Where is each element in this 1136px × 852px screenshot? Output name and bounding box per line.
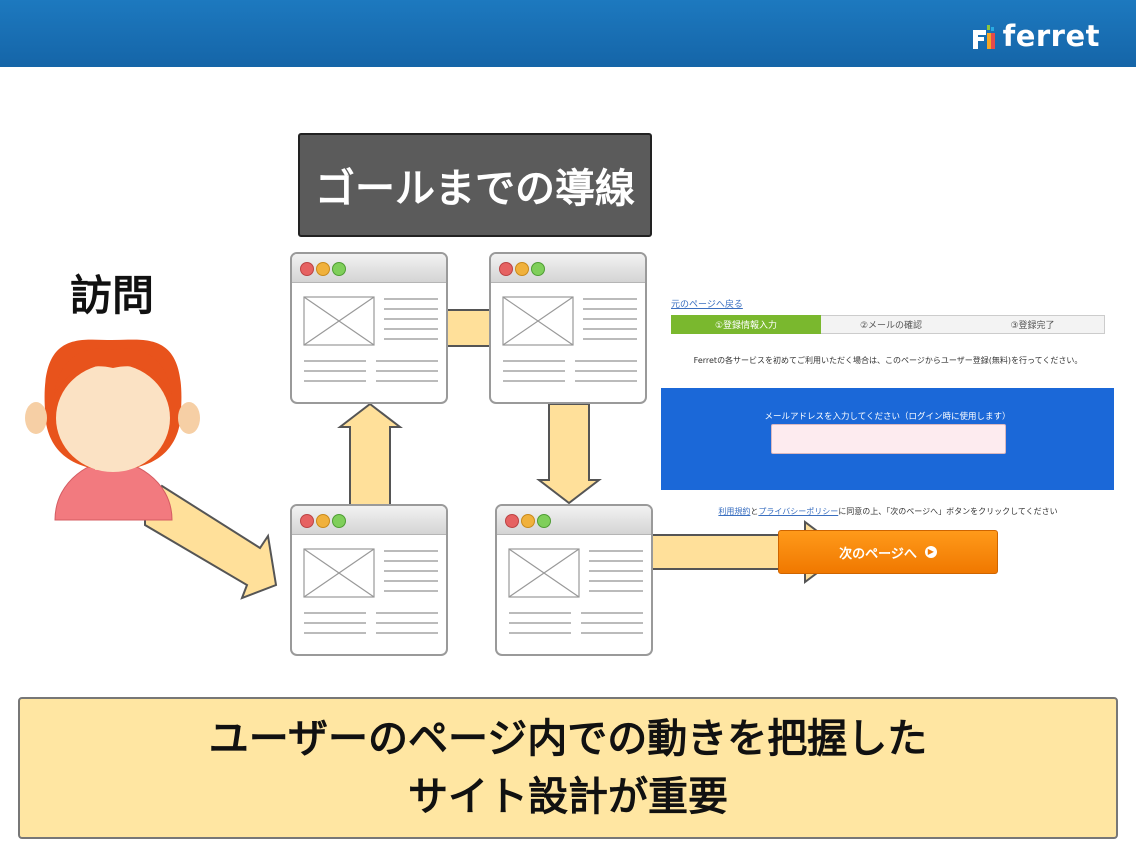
terms-link[interactable]: 利用規約 (718, 507, 751, 516)
email-panel: メールアドレスを入力してください（ログイン時に使用します） (661, 388, 1114, 490)
header-bar: ferret (0, 0, 1136, 67)
email-label: メールアドレスを入力してください（ログイン時に使用します） (764, 412, 1011, 422)
arrow-up-icon (337, 402, 403, 506)
email-field[interactable] (771, 424, 1006, 454)
conclusion-line-2: サイト設計が重要 (408, 774, 728, 820)
visitor-label: 訪問 (70, 271, 155, 320)
step-3: ③登録完了 (961, 315, 1105, 334)
goal-title-box: ゴールまでの導線 (298, 133, 652, 237)
logo-text: ferret (1002, 19, 1100, 53)
visitor-avatar-icon (25, 339, 200, 521)
browser-window-icon (489, 252, 647, 404)
conclusion-line-1: ユーザーのページ内での動きを把握した (208, 716, 928, 762)
goal-title: ゴールまでの導線 (315, 166, 635, 212)
arrow-diagonal-icon (144, 484, 278, 600)
conclusion-box: ユーザーのページ内での動きを把握した サイト設計が重要 (18, 697, 1118, 839)
intro-text: Ferretの各サービスを初めてご利用いただく場合は、このページからユーザー登録… (693, 356, 1083, 365)
browser-window-icon (290, 252, 448, 404)
ferret-logo[interactable]: ferret (972, 19, 1100, 53)
step-1: ①登録情報入力 (671, 315, 821, 334)
next-button-label: 次のページへ (839, 546, 917, 562)
next-page-button[interactable]: 次のページへ ▶ (778, 530, 998, 574)
play-circle-icon: ▶ (924, 546, 937, 558)
ferret-logo-icon (972, 24, 995, 49)
back-link[interactable]: 元のページへ戻る (671, 300, 743, 310)
arrow-down-icon (536, 403, 602, 505)
agree-rest: に同意の上、「次のページへ」ボタンをクリックしてください (838, 507, 1058, 516)
step-indicator: ①登録情報入力 ②メールの確認 ③登録完了 (671, 315, 1105, 334)
browser-window-icon (290, 504, 448, 656)
privacy-link[interactable]: プライバシーポリシー (758, 507, 839, 516)
connector-top (445, 309, 491, 347)
registration-form: 元のページへ戻る ①登録情報入力 ②メールの確認 ③登録完了 Ferretの各サ… (660, 295, 1116, 585)
browser-window-icon (495, 504, 653, 656)
agree-and: と (750, 507, 759, 516)
step-2: ②メールの確認 (821, 315, 961, 334)
agreement-text: 利用規約とプライバシーポリシーに同意の上、「次のページへ」ボタンをクリックしてく… (660, 506, 1116, 517)
